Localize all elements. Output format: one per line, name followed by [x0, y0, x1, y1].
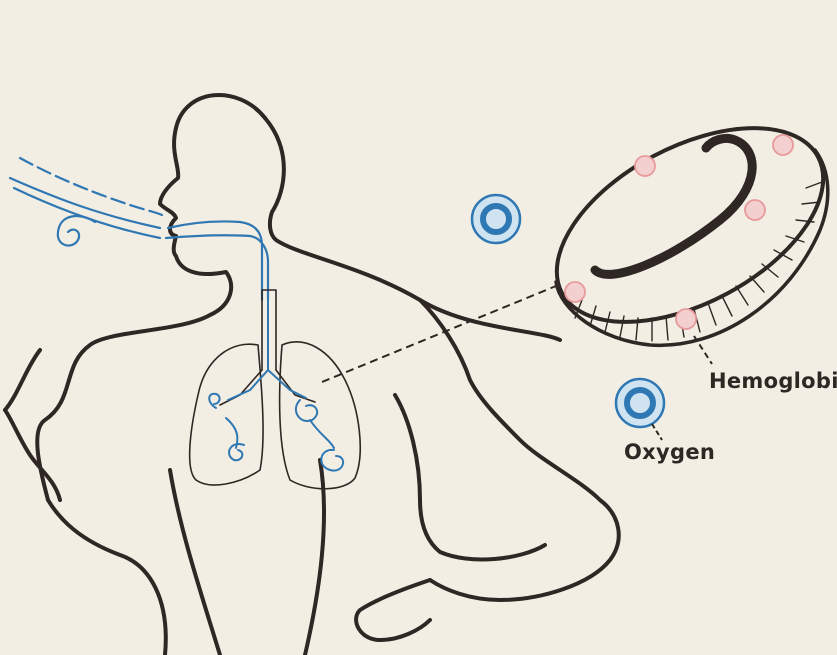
hemoglobin-label: Hemoglobin	[709, 369, 837, 393]
oxygen-leader	[652, 424, 662, 440]
hemoglobin-dot	[773, 135, 793, 155]
hemoglobin-dot	[676, 309, 696, 329]
lungs	[190, 290, 361, 489]
torso-front	[170, 470, 220, 655]
rear-arm	[5, 350, 40, 410]
oxygen-molecule-icon	[472, 195, 520, 243]
left-lung	[190, 344, 263, 485]
head-outline	[37, 95, 265, 500]
hemoglobin-dot	[565, 282, 585, 302]
rear-arm-lower	[48, 500, 166, 655]
oxygen-label: Oxygen	[624, 440, 715, 464]
hemoglobin-dot	[635, 156, 655, 176]
connector-line	[322, 286, 556, 382]
front-arm-inner	[395, 395, 545, 559]
oxygen-molecule-icon	[616, 379, 664, 427]
human-figure	[5, 95, 619, 655]
hand	[356, 580, 430, 640]
rear-hand	[5, 410, 60, 500]
hemoglobin-dot	[745, 200, 765, 220]
